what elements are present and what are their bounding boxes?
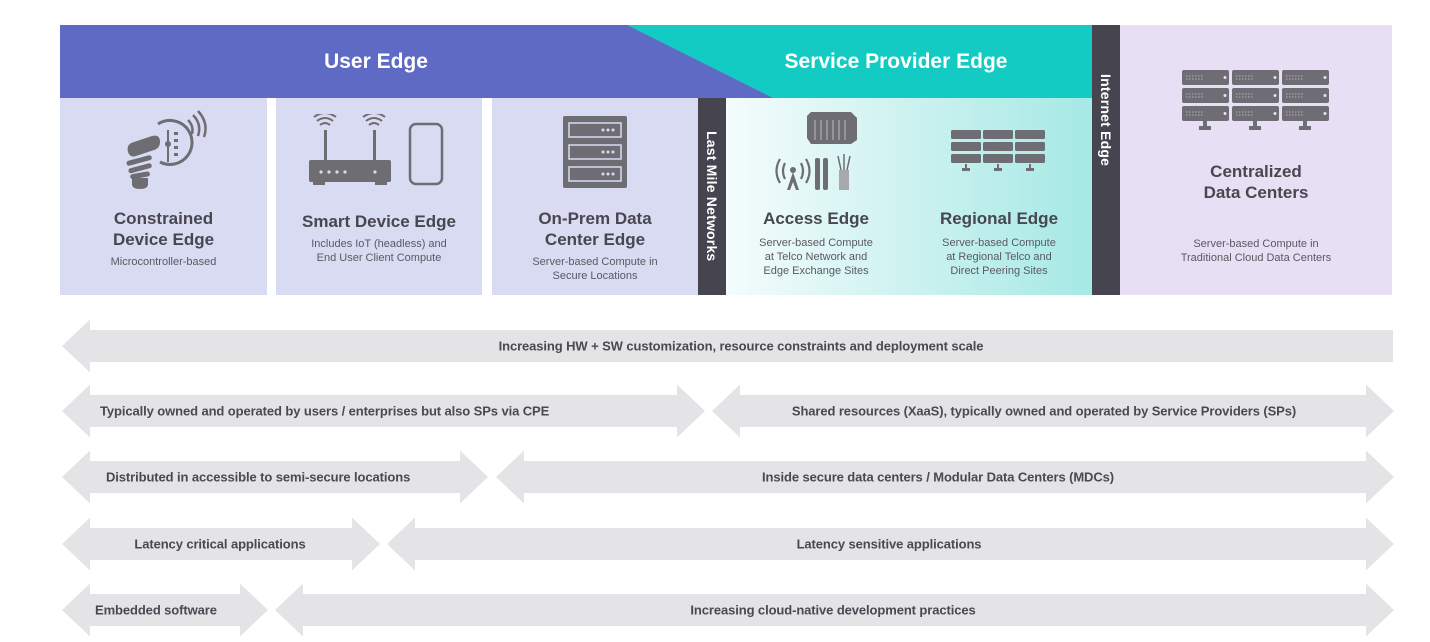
panel-title: Regional Edge — [939, 209, 1059, 228]
arrow-label: Embedded software — [95, 602, 217, 618]
server-rack-icon — [492, 116, 698, 188]
panel-constrained-device-edge: Constrained Device Edge Microcontroller-… — [60, 98, 267, 295]
panel-subtitle-line2: at Regional Telco and — [946, 251, 1052, 263]
panel-subtitle: Microcontroller-based — [110, 256, 217, 268]
arrow-label: Shared resources (XaaS), typically owned… — [791, 403, 1297, 419]
panel-subtitle: Server-based Compute — [942, 237, 1056, 249]
arrow-label: Increasing HW + SW customization, resour… — [498, 338, 984, 354]
panel-title-line2: Device Edge — [112, 230, 215, 249]
arrow-shape — [62, 517, 380, 571]
header-band — [60, 25, 1092, 98]
panel-title-line2: Center Edge — [544, 230, 646, 249]
arrow-label: Increasing cloud-native development prac… — [690, 602, 976, 618]
user-edge-title: User Edge — [324, 50, 428, 73]
panel-centralized-data-centers: Centralized Data Centers Server-based Co… — [1120, 25, 1392, 295]
panel-title: Smart Device Edge — [301, 212, 456, 231]
last-mile-networks-divider: Last Mile Networks — [698, 98, 726, 295]
server-grid-icon — [906, 130, 1092, 176]
container-tower-cables-icon — [726, 108, 906, 190]
arrow-label: Latency critical applications — [134, 536, 306, 552]
panel-subtitle: Server-based Compute — [759, 237, 873, 249]
panel-smart-device-edge: Smart Device Edge Includes IoT (headless… — [276, 98, 482, 295]
panel-title: On-Prem Data — [538, 209, 652, 228]
panel-subtitle: Server-based Compute in — [1193, 238, 1319, 250]
panel-title: Access Edge — [763, 209, 869, 228]
panel-access-edge: Access Edge Server-based Compute at Telc… — [726, 98, 906, 295]
arrow-shape — [62, 450, 488, 504]
panel-on-prem-data-center-edge: On-Prem Data Center Edge Server-based Co… — [492, 98, 698, 295]
arrow-label: Inside secure data centers / Modular Dat… — [761, 469, 1115, 485]
arrow-shape — [496, 450, 1394, 504]
server-grid-large-icon — [1120, 70, 1392, 134]
panel-subtitle-line3: Direct Peering Sites — [950, 265, 1048, 277]
arrow-shape — [387, 517, 1394, 571]
arrow-shape — [62, 384, 705, 438]
panel-title-line2: Data Centers — [1203, 183, 1309, 202]
arrow-label: Latency sensitive applications — [796, 536, 982, 552]
smart-bulb-icon — [60, 110, 267, 190]
panel-title: Centralized — [1210, 162, 1302, 181]
arrow-shape — [275, 583, 1394, 637]
internet-edge-divider: Internet Edge — [1092, 25, 1120, 295]
arrow-label: Distributed in accessible to semi-secure… — [106, 469, 411, 485]
arrow-shape — [62, 319, 1393, 373]
arrow-label: Typically owned and operated by users / … — [100, 403, 550, 419]
service-provider-edge-title: Service Provider Edge — [784, 50, 1008, 73]
panel-subtitle-line3: Edge Exchange Sites — [763, 265, 869, 277]
panel-subtitle-line2: End User Client Compute — [316, 252, 442, 264]
user-edge-band — [60, 25, 773, 98]
panel-title: Constrained — [113, 209, 214, 228]
internet-edge-label: Internet Edge — [1098, 73, 1114, 167]
panel-subtitle: Includes IoT (headless) and — [311, 238, 447, 250]
arrow-shape — [62, 583, 268, 637]
panel-regional-edge: Regional Edge Server-based Compute at Re… — [906, 98, 1092, 295]
panel-subtitle: Server-based Compute in — [532, 256, 658, 268]
last-mile-networks-label: Last Mile Networks — [704, 131, 720, 262]
service-provider-panel: Access Edge Server-based Compute at Telc… — [726, 98, 1092, 295]
panel-subtitle-line2: Secure Locations — [552, 270, 638, 282]
panel-subtitle-line2: at Telco Network and — [764, 251, 868, 263]
router-phone-icon — [276, 114, 482, 188]
arrow-shape — [712, 384, 1394, 438]
panel-subtitle-line2: Traditional Cloud Data Centers — [1180, 252, 1332, 264]
